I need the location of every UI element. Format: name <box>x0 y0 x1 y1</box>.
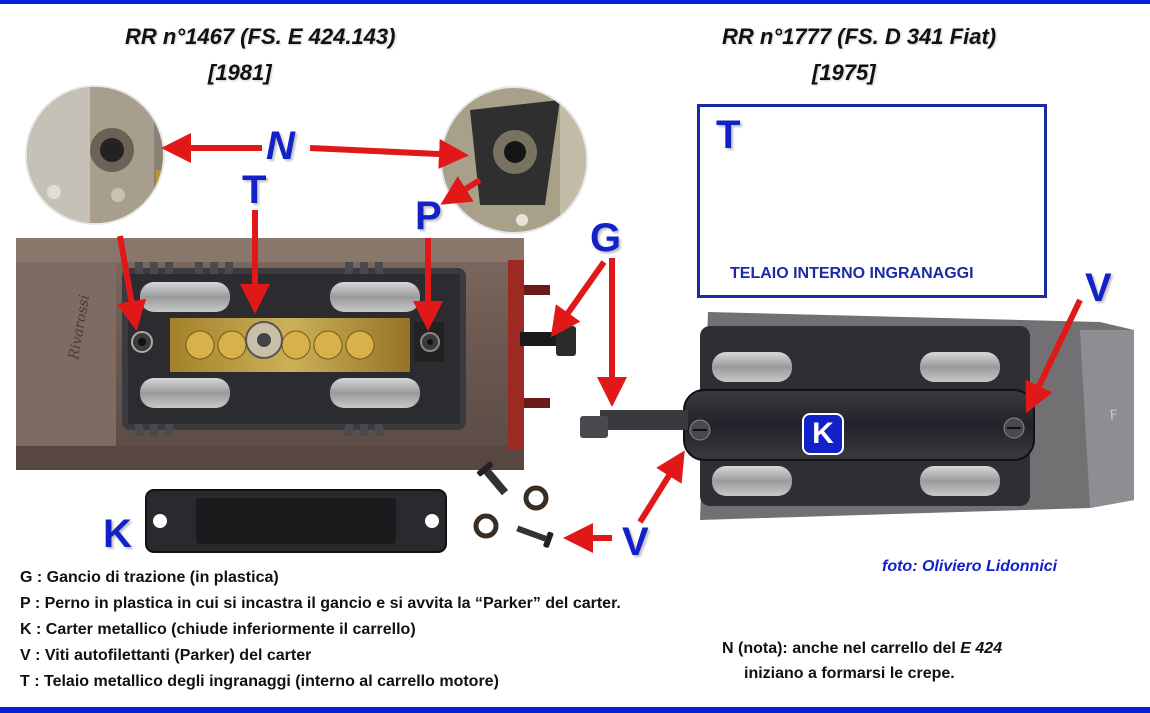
gear-frame-inset: T TELAIO INTERNO INGRANAGGI <box>697 104 1047 298</box>
d341-locomotive-photo: F <box>580 312 1134 520</box>
right-title: RR n°1777 (FS. D 341 Fiat) <box>722 24 997 49</box>
legend: G : Gancio di trazione (in plastica) P :… <box>20 565 621 695</box>
legend-item-k: K : Carter metallico (chiude inferiormen… <box>20 621 416 638</box>
legend-item-p: P : Perno in plastica in cui si incastra… <box>20 595 621 612</box>
callout-g: G <box>590 216 622 260</box>
legend-item-t: T : Telaio metallico degli ingranaggi (i… <box>20 673 499 690</box>
callout-k-badge: K <box>802 413 844 455</box>
note-line-1: N (nota): anche nel carrello del E 424 <box>722 636 1002 661</box>
svg-text:F: F <box>1109 407 1118 424</box>
callout-t-left: T <box>242 168 267 212</box>
inset-caption: TELAIO INTERNO INGRANAGGI <box>730 265 974 282</box>
callout-n: N <box>266 124 295 168</box>
right-year: [1975] <box>812 60 876 85</box>
left-title: RR n°1467 (FS. E 424.143) <box>125 24 396 49</box>
photo-credit: foto: Oliviero Lidonnici <box>882 558 1058 575</box>
note-line-1-text: N (nota): anche nel carrello del <box>722 640 961 657</box>
closeup-middle-circle <box>440 86 588 234</box>
top-border <box>0 0 1150 4</box>
carter-plate-photo <box>145 489 447 553</box>
callout-v-bottom: V <box>622 520 649 564</box>
e424-locomotive-photo: Rivarossi <box>16 238 576 470</box>
note: N (nota): anche nel carrello del E 424 i… <box>722 636 1002 686</box>
bottom-border <box>0 707 1150 713</box>
closeup-left-circle <box>25 85 165 225</box>
callout-k-left: K <box>103 512 132 556</box>
callout-arrows <box>116 133 1083 553</box>
note-model: E 424 <box>960 640 1003 657</box>
legend-item-v: V : Viti autofilettanti (Parker) del car… <box>20 647 312 664</box>
legend-item-g: G : Gancio di trazione (in plastica) <box>20 569 279 586</box>
callout-p: P <box>415 194 442 238</box>
screws-washers-photo <box>473 461 554 548</box>
note-line-2: iniziano a formarsi le crepe. <box>744 665 955 682</box>
left-year: [1981] <box>208 60 272 85</box>
callout-v-top: V <box>1085 266 1112 310</box>
callout-t-inset: T <box>716 113 741 157</box>
